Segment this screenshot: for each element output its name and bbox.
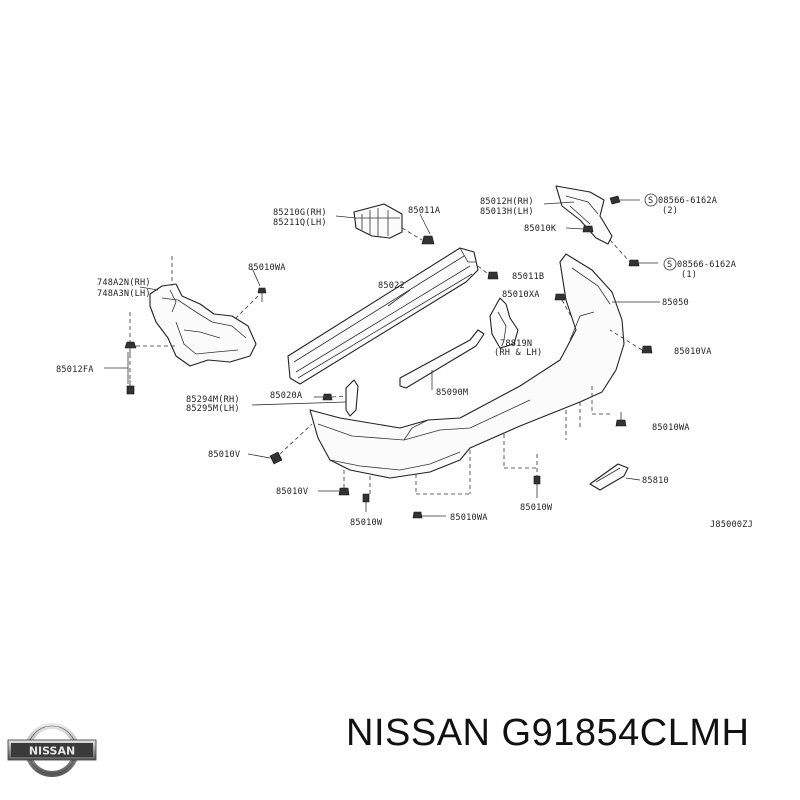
- label-85011b: 85011B: [512, 272, 544, 282]
- s-marker-2-text: S: [667, 260, 672, 270]
- nissan-logo: NISSAN: [7, 723, 97, 777]
- label-85010xa: 85010XA: [502, 290, 540, 300]
- label-85010w-a: 85010W: [350, 518, 383, 528]
- label-85295m: 85295M(LH): [186, 404, 240, 414]
- bolt-85010k: [582, 225, 594, 233]
- label-85010wa-r: 85010WA: [652, 423, 690, 433]
- s-marker-1-text: S: [648, 196, 653, 206]
- label-748a2n: 748A2N(RH): [97, 278, 151, 288]
- label-85012fa: 85012FA: [56, 365, 94, 375]
- label-85010k: 85010K: [524, 224, 557, 234]
- label-08566-a-qty: (2): [662, 206, 678, 216]
- label-78819n: 78819N: [500, 339, 532, 349]
- label-85020a: 85020A: [270, 391, 303, 401]
- label-85010wa-b: 85010WA: [450, 513, 488, 523]
- bracket-78819n: [489, 297, 519, 349]
- label-85010v-a: 85010V: [208, 450, 240, 460]
- nissan-logo-text: NISSAN: [29, 745, 75, 758]
- label-85022: 85022: [378, 281, 405, 291]
- reinforcement-85022: [287, 247, 479, 385]
- s-marker-1: S: [644, 193, 658, 207]
- clip-85020a: [322, 393, 333, 401]
- label-08566-a: 08566-6162A: [658, 196, 718, 206]
- bracket-85810: [589, 463, 629, 491]
- clip-85010wa-top: [257, 287, 267, 302]
- label-reference: J85000ZJ: [710, 520, 753, 530]
- bumper-fascia: [309, 253, 625, 479]
- molding-85090m: [399, 329, 485, 389]
- label-85013h: 85013H(LH): [480, 207, 534, 217]
- bolt-85010w-a: [362, 493, 370, 512]
- label-748a3n: 748A3N(LH): [97, 289, 151, 299]
- bracket-85012h: [555, 185, 613, 245]
- bolt-85010w-b: [533, 475, 541, 498]
- clip-85010wa-r: [615, 412, 627, 427]
- label-85010wa-top: 85010WA: [248, 263, 286, 273]
- label-85210g: 85210G(RH): [273, 208, 327, 218]
- bolt-08566-a: [609, 195, 640, 205]
- label-85810: 85810: [642, 476, 669, 486]
- s-marker-2: S: [663, 257, 677, 271]
- label-85294m: 85294M(RH): [186, 395, 240, 405]
- label-85211q: 85211Q(LH): [273, 218, 327, 228]
- fender-protector: [149, 283, 257, 367]
- bolt-85011b: [487, 271, 499, 280]
- label-85011a: 85011A: [408, 206, 441, 216]
- label-85010w-b: 85010W: [520, 503, 553, 513]
- label-85050: 85050: [662, 298, 689, 308]
- clip-85010xa: [554, 293, 566, 301]
- bracket-85294m: [345, 379, 359, 417]
- label-08566-b: 08566-6162A: [677, 260, 737, 270]
- clip-85010va: [641, 345, 653, 354]
- label-85090m: 85090M: [436, 388, 468, 398]
- label-78819n-sub: (RH & LH): [494, 348, 542, 358]
- part-number-title: NISSAN G91854CLMH: [346, 712, 750, 754]
- clip-85012fa: [124, 341, 137, 395]
- bracket-85210g: [353, 203, 435, 245]
- bolt-85010wa-b: [412, 511, 423, 519]
- bolt-85010v-a: [269, 451, 283, 465]
- label-08566-b-qty: (1): [681, 270, 697, 280]
- label-85012h: 85012H(RH): [480, 197, 534, 207]
- label-85010va: 85010VA: [674, 347, 712, 357]
- bolt-08566-b: [628, 259, 658, 267]
- bolt-85010v-b: [338, 484, 350, 496]
- label-85010v-b: 85010V: [276, 487, 308, 497]
